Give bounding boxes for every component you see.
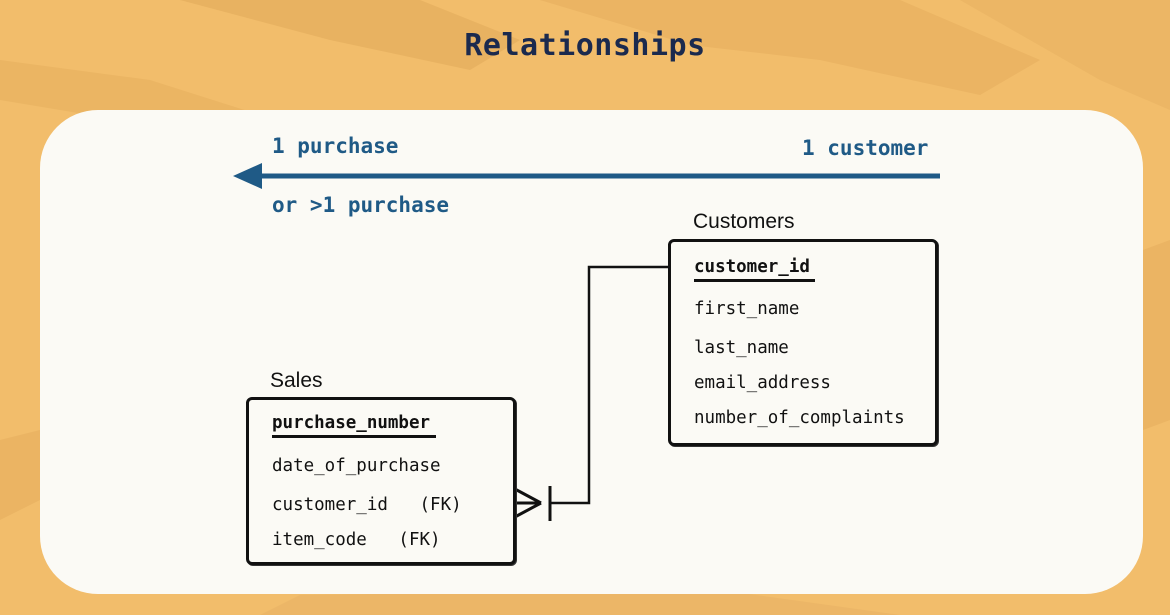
customers-field: number_of_complaints: [694, 408, 905, 428]
sales-primary-key: purchase_number: [272, 413, 431, 433]
sales-entity-name: Sales: [270, 369, 323, 392]
arrow-label-many-purchase: or >1 purchase: [272, 193, 450, 217]
sales-pk-underline: [272, 435, 436, 438]
arrow-label-one-purchase: 1 purchase: [272, 134, 399, 158]
arrow-label-one-customer: 1 customer: [802, 136, 929, 160]
sales-field: customer_id (FK): [272, 495, 462, 515]
sales-field: item_code (FK): [272, 530, 441, 550]
cardinality-arrow-head: [233, 163, 262, 189]
crows-foot-many: [512, 486, 542, 520]
customers-entity-name: Customers: [693, 210, 795, 233]
customers-primary-key: customer_id: [694, 257, 810, 277]
customers-field: email_address: [694, 373, 831, 393]
diagram-card: [40, 110, 1143, 594]
customers-pk-underline: [694, 279, 815, 282]
sales-table: purchase_number date_of_purchase custome…: [246, 397, 516, 565]
relationship-connector: [550, 265, 669, 505]
customers-table: customer_id first_name last_name email_a…: [668, 239, 938, 446]
page-title: Relationships: [464, 28, 706, 63]
sales-field: date_of_purchase: [272, 456, 441, 476]
customers-field: last_name: [694, 338, 789, 358]
customers-field: first_name: [694, 299, 800, 319]
